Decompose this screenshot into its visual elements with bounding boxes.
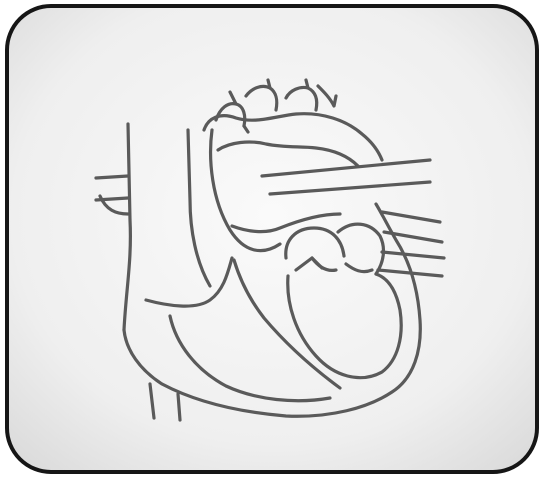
arch-branch-2-stub <box>268 80 270 88</box>
card-border <box>7 6 537 472</box>
